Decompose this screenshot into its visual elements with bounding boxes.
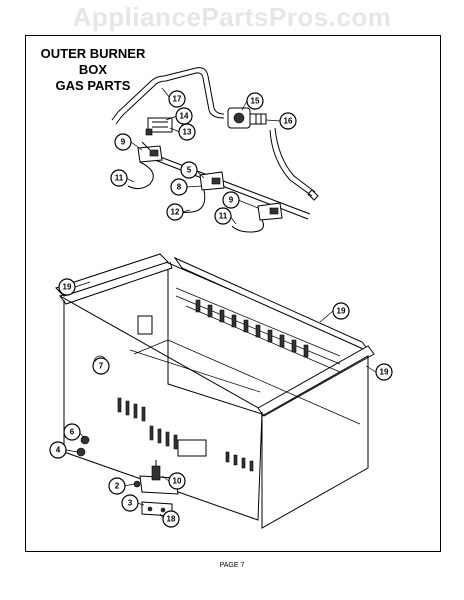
svg-text:3: 3: [128, 499, 133, 508]
svg-text:11: 11: [115, 174, 124, 183]
callout-18: 18: [159, 510, 180, 528]
svg-text:14: 14: [180, 112, 189, 121]
svg-text:10: 10: [173, 477, 182, 486]
bracket-13-14: [145, 117, 173, 136]
page-footer: PAGE 7: [219, 562, 245, 569]
callout-19-right: 19: [365, 363, 393, 381]
svg-text:4: 4: [56, 446, 61, 455]
callout-4: 4: [49, 441, 79, 459]
svg-text:7: 7: [99, 362, 104, 371]
callout-9-left: 9: [114, 133, 143, 151]
svg-text:13: 13: [183, 128, 192, 137]
diagram-title: OUTER BURNER BOX GAS PARTS: [32, 46, 154, 94]
title-line-2: GAS PARTS: [55, 78, 131, 93]
callout-5: 5: [180, 161, 205, 179]
callout-2: 2: [108, 477, 135, 495]
callout-12: 12: [166, 203, 191, 221]
diagram-frame: [25, 35, 441, 552]
gas-manifold-pipe: [111, 67, 319, 220]
lower-burner-parts: [76, 435, 179, 517]
callout-11-right: 11: [214, 207, 237, 225]
svg-text:9: 9: [229, 196, 234, 205]
callout-15: 15: [241, 92, 264, 111]
svg-text:9: 9: [121, 138, 126, 147]
svg-text:6: 6: [70, 428, 75, 437]
callout-9-right: 9: [222, 191, 259, 209]
callout-17: 17: [161, 87, 186, 108]
callout-16: 16: [265, 112, 297, 130]
callout-3: 3: [121, 494, 145, 512]
callout-6: 6: [63, 423, 85, 441]
vent-slots: [93, 287, 341, 472]
svg-text:12: 12: [171, 208, 180, 217]
svg-text:19: 19: [380, 368, 389, 377]
svg-text:15: 15: [251, 97, 260, 106]
callout-11-left: 11: [110, 169, 135, 187]
svg-text:16: 16: [284, 117, 293, 126]
svg-text:2: 2: [115, 482, 120, 491]
valve-15: [227, 107, 267, 129]
svg-text:19: 19: [337, 307, 346, 316]
burner-box-body: [55, 253, 375, 529]
callout-13: 13: [169, 123, 196, 141]
callout-19-left: 19: [58, 278, 91, 296]
svg-text:8: 8: [177, 183, 182, 192]
svg-text:19: 19: [63, 283, 72, 292]
burner-valve-5: [199, 171, 225, 191]
callout-10: 10: [161, 472, 186, 490]
callout-7: 7: [92, 357, 110, 375]
svg-text:18: 18: [167, 515, 176, 524]
svg-text:5: 5: [187, 166, 192, 175]
callout-8: 8: [170, 178, 203, 196]
burner-valve-9-left: [137, 141, 163, 163]
title-line-1: OUTER BURNER BOX: [40, 46, 146, 77]
svg-text:17: 17: [173, 95, 182, 104]
burner-valve-9-right: [257, 202, 283, 221]
watermark: AppliancePartsPros.com: [72, 2, 392, 32]
callout-19-mid: 19: [319, 302, 350, 323]
svg-text:11: 11: [219, 212, 228, 221]
